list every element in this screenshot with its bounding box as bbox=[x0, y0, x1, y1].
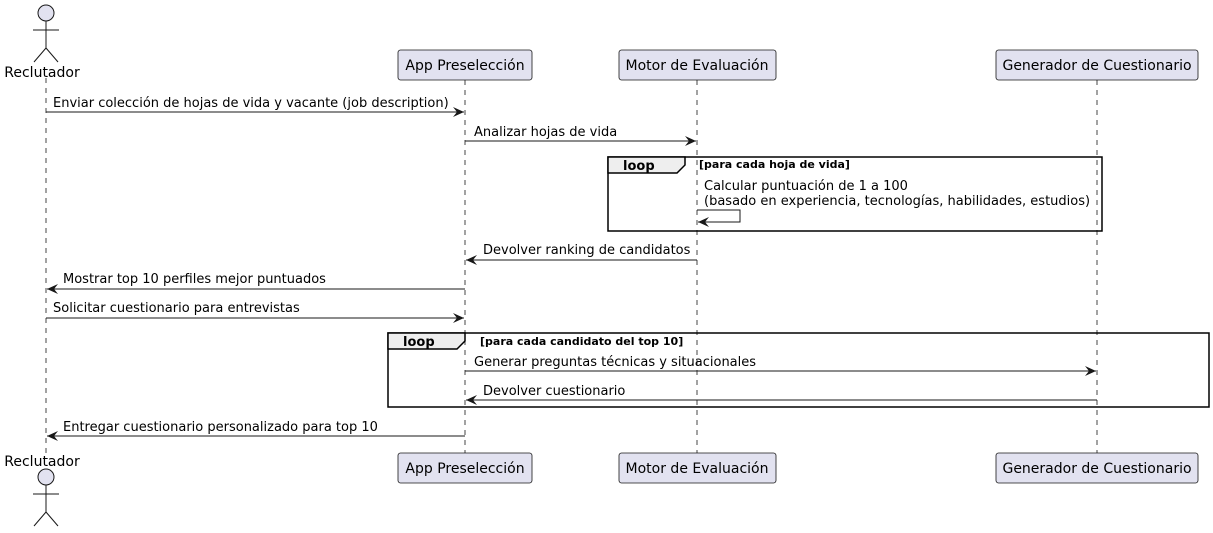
message-2-label: Analizar hojas de vida bbox=[474, 125, 617, 140]
message-4-label: Devolver ranking de candidatos bbox=[483, 243, 691, 258]
participant-generator-bottom-label: Generador de Cuestionario bbox=[1002, 461, 1191, 477]
message-3-label-line1: Calcular puntuación de 1 a 100 bbox=[704, 179, 908, 194]
participant-motor-top-label: Motor de Evaluación bbox=[626, 58, 769, 74]
participant-generator-bottom: Generador de Cuestionario bbox=[995, 452, 1199, 484]
participant-motor-bottom: Motor de Evaluación bbox=[618, 452, 777, 484]
message-9-label: Entregar cuestionario personalizado para… bbox=[63, 420, 378, 435]
loop-1-condition: [para cada hoja de vida] bbox=[699, 158, 850, 171]
loop-2-condition: [para cada candidato del top 10] bbox=[480, 335, 683, 348]
message-5-label: Mostrar top 10 perfiles mejor puntuados bbox=[63, 272, 326, 287]
loop-1: loop [para cada hoja de vida] bbox=[607, 156, 1103, 232]
message-1-label: Enviar colección de hojas de vida y vaca… bbox=[53, 96, 449, 111]
actor-top-label: Reclutador bbox=[4, 65, 80, 81]
actor-bottom: Reclutador bbox=[4, 454, 80, 527]
participant-app-bottom: App Preselección bbox=[397, 452, 533, 484]
participant-app-top-label: App Preselección bbox=[405, 58, 524, 74]
participant-motor-top: Motor de Evaluación bbox=[618, 49, 777, 81]
loop-2-keyword: loop bbox=[403, 335, 435, 350]
participant-generator-top-label: Generador de Cuestionario bbox=[1002, 58, 1191, 74]
message-6-label: Solicitar cuestionario para entrevistas bbox=[53, 301, 300, 316]
actor-top: Reclutador bbox=[4, 4, 80, 81]
loop-2: loop [para cada candidato del top 10] bbox=[387, 332, 1210, 408]
participant-generator-top: Generador de Cuestionario bbox=[995, 49, 1199, 81]
actor-icon bbox=[33, 468, 59, 527]
message-8-label: Devolver cuestionario bbox=[483, 384, 625, 399]
message-7-label: Generar preguntas técnicas y situacional… bbox=[474, 355, 756, 370]
message-3-label-line2: (basado en experiencia, tecnologías, hab… bbox=[704, 194, 1090, 209]
message-3-arrow bbox=[697, 209, 741, 227]
actor-icon bbox=[33, 4, 59, 63]
participant-app-top: App Preselección bbox=[397, 49, 533, 81]
loop-1-keyword: loop bbox=[623, 159, 655, 174]
actor-bottom-label: Reclutador bbox=[4, 454, 80, 470]
participant-app-bottom-label: App Preselección bbox=[405, 461, 524, 477]
participant-motor-bottom-label: Motor de Evaluación bbox=[626, 461, 769, 477]
